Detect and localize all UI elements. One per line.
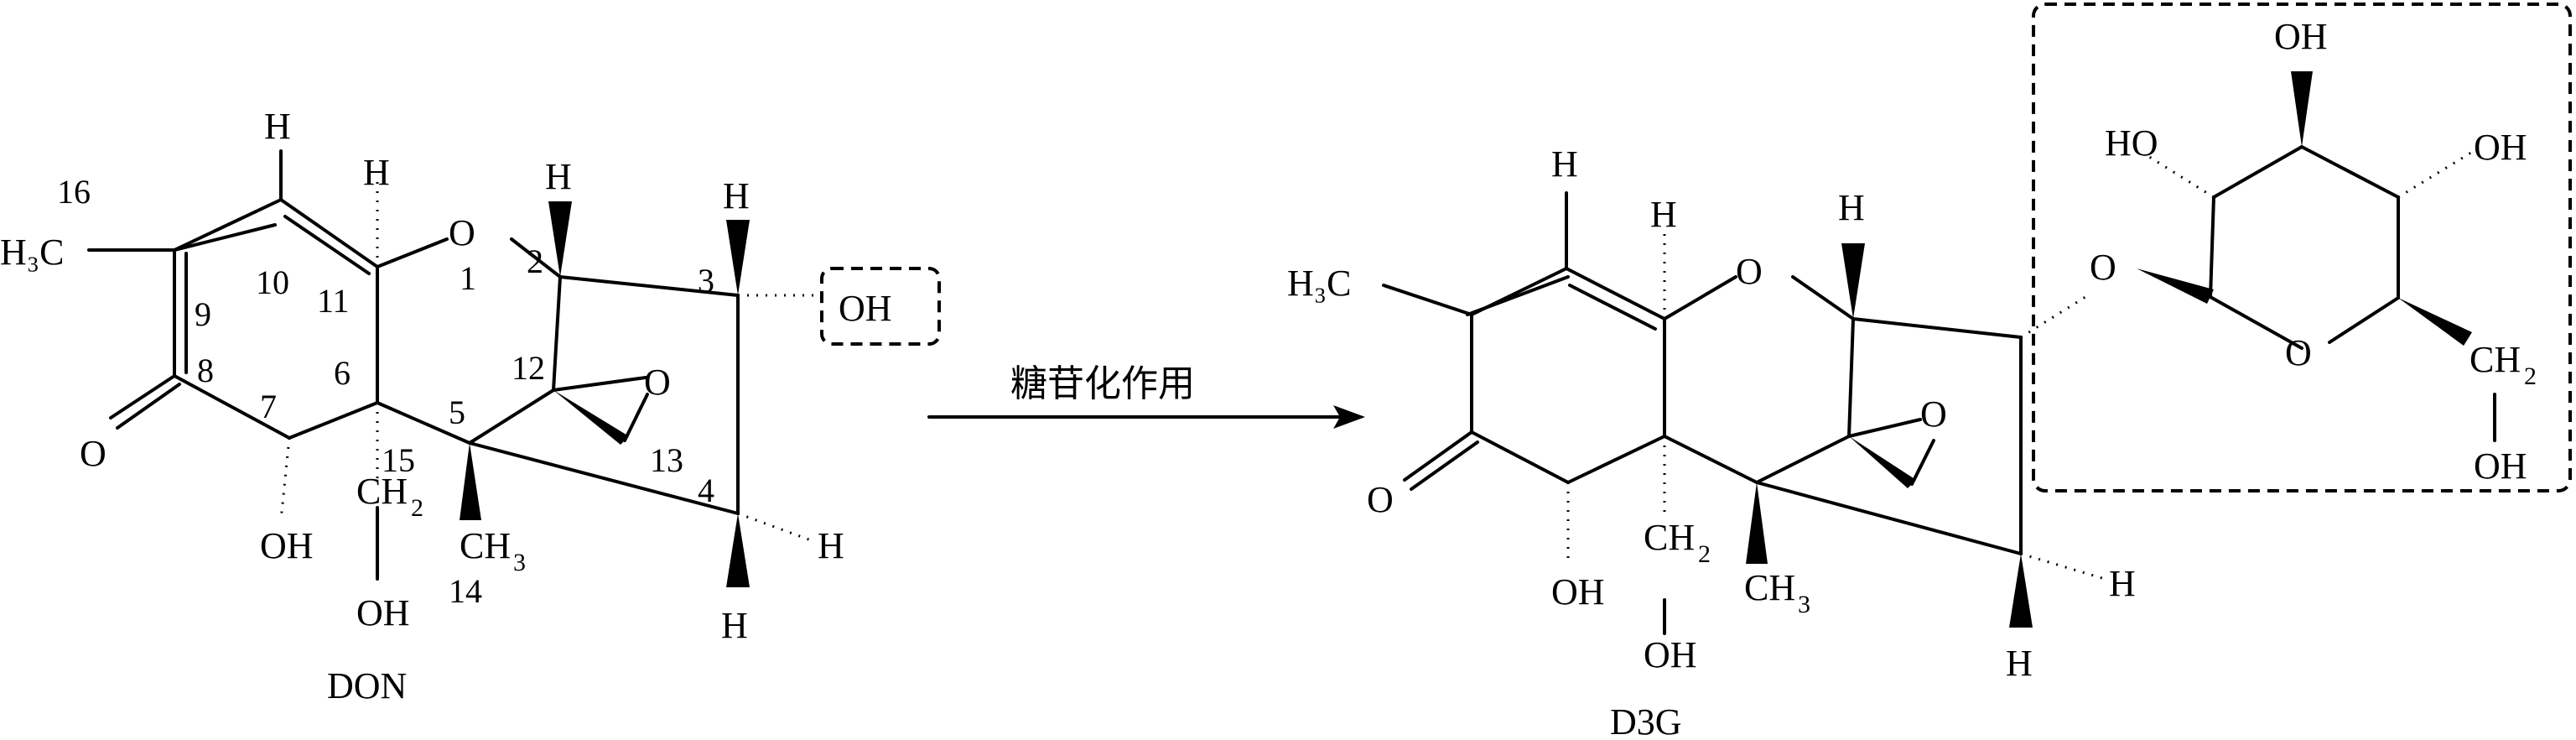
don-num-5: 5: [449, 393, 465, 431]
d3g-sugar-highlight-box: [2032, 3, 2572, 492]
don-num-8: 8: [197, 352, 214, 389]
d3g-keto-o: O: [1367, 479, 1394, 520]
don-num-4: 4: [698, 472, 714, 509]
don-num-14: 14: [449, 572, 482, 610]
sugar-ch2-sub: 2: [2524, 362, 2537, 390]
don-ch2: CH: [356, 471, 408, 512]
don-keto-o: O: [80, 433, 106, 474]
don-num-1: 1: [460, 259, 476, 297]
don-ch3-c14-sub: 3: [513, 549, 526, 576]
don-num-15: 15: [382, 441, 415, 479]
arrow-label: 糖苷化作用: [1010, 362, 1195, 405]
don-oh-c15: OH: [356, 592, 410, 633]
d3g-h-c2: H: [1838, 187, 1865, 228]
don-ch3-label: H₃C: [0, 232, 64, 273]
d3g-h-c4-right: H: [2109, 563, 2136, 604]
d3g-ch3-label: H₃C: [1287, 263, 1351, 304]
don-num-2: 2: [527, 242, 543, 280]
don-o-epoxide: O: [644, 362, 671, 403]
don-oh-highlight-box: [820, 267, 941, 346]
don-num-11: 11: [317, 282, 350, 320]
d3g-o-ring: O: [1736, 251, 1763, 292]
don-num-7: 7: [260, 388, 277, 425]
d3g-ch3-c14: CH: [1744, 567, 1795, 608]
don-oh-c7: OH: [260, 525, 314, 566]
don-num-16: 16: [57, 173, 91, 211]
d3g-oh-c15: OH: [1644, 634, 1697, 675]
don-h-c11: H: [363, 152, 390, 193]
don-h-c2: H: [545, 156, 572, 197]
sugar-ho-left: HO: [2105, 122, 2158, 164]
d3g-h-c4-down: H: [2006, 643, 2033, 684]
d3g-name: D3G: [1610, 701, 1682, 740]
don-num-6: 6: [334, 354, 351, 392]
d3g-ch2-sub: 2: [1698, 540, 1711, 568]
don-ch3-c14: CH: [460, 525, 511, 566]
don-num-3: 3: [698, 262, 714, 300]
don-ch2-sub: 2: [411, 494, 423, 522]
don-num-12: 12: [512, 349, 545, 387]
d3g-h-c11: H: [1650, 194, 1677, 235]
don-oh-c3: OH: [839, 288, 892, 329]
sugar-ring-o: O: [2285, 332, 2312, 373]
don-o-ring: O: [449, 212, 475, 253]
don-h-c3: H: [723, 175, 750, 216]
d3g-molecule: H₃C H H O H O O OH CH 2 OH CH 3 H H O OH…: [1287, 3, 2572, 740]
don-h-c10: H: [264, 106, 291, 147]
don-h-c4-right: H: [818, 525, 844, 566]
don-h-c4-down: H: [721, 605, 748, 646]
don-num-10: 10: [256, 263, 289, 301]
don-num-13: 13: [650, 441, 683, 479]
sugar-ch2: CH: [2470, 339, 2521, 380]
reaction-arrow: 糖苷化作用: [927, 362, 1365, 429]
don-name: DON: [327, 665, 407, 706]
sugar-oh-top: OH: [2274, 16, 2328, 57]
don-molecule: H₃C H H O H H OH O O OH CH 2 OH CH 3 H H…: [0, 106, 941, 706]
don-num-9: 9: [195, 295, 211, 333]
d3g-ch3-c14-sub: 3: [1798, 591, 1810, 618]
sugar-oh-bottom: OH: [2474, 446, 2527, 487]
d3g-oh-c7: OH: [1551, 571, 1605, 612]
d3g-ch2: CH: [1644, 517, 1695, 558]
sugar-oh-right: OH: [2474, 127, 2527, 168]
d3g-glyco-o: O: [2090, 247, 2116, 288]
d3g-o-epoxide: O: [1920, 393, 1947, 435]
d3g-h-c10: H: [1551, 143, 1578, 185]
